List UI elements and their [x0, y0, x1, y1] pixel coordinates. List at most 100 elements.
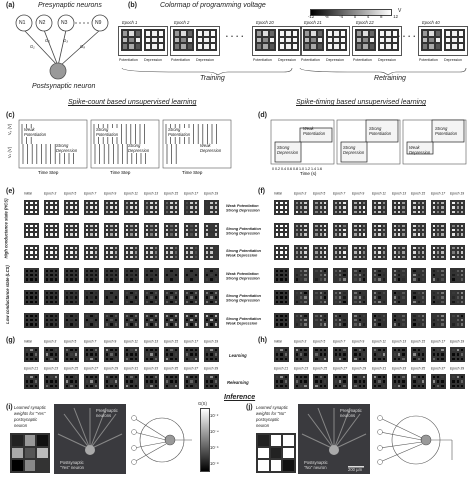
pixel: [125, 268, 130, 273]
pixel: [460, 209, 465, 214]
pixel: [303, 272, 308, 278]
pixel: [185, 352, 190, 357]
pixel: [25, 268, 30, 273]
pixel: [36, 446, 49, 460]
pixel: [396, 291, 402, 296]
weight-map: [164, 200, 179, 215]
pixel: [353, 348, 358, 353]
pixel: [25, 348, 30, 353]
pixel: [314, 317, 319, 323]
pixel: [373, 352, 378, 357]
pixel: [129, 379, 134, 384]
pixel: [440, 227, 445, 233]
pixel: [53, 352, 58, 357]
node-n3: N3: [61, 20, 68, 26]
pixel: [412, 201, 417, 206]
pixel: [169, 209, 174, 214]
pixel: [416, 379, 421, 384]
pixel: [133, 268, 138, 273]
pixel: [173, 322, 178, 327]
pixel: [213, 379, 218, 384]
pixel: [451, 322, 456, 327]
weight-map: [274, 347, 289, 362]
weight-map: [184, 347, 199, 362]
pixel: [338, 356, 343, 361]
pixel: [113, 291, 118, 296]
pixel: [377, 322, 382, 327]
pixel: [373, 295, 378, 300]
pixel: [318, 299, 323, 304]
epoch-box: [170, 26, 220, 56]
neuron-diagram: [15, 14, 109, 80]
pixel: [189, 223, 194, 228]
pixel: [294, 227, 299, 233]
pixel: [89, 322, 94, 327]
pixel: [93, 250, 98, 255]
pixel: [283, 317, 288, 323]
epoch-box: [118, 26, 168, 56]
pixel: [412, 379, 417, 384]
pixel: [133, 201, 138, 206]
weight-map: [124, 347, 139, 362]
pixel: [373, 322, 378, 327]
pixel: [145, 250, 150, 255]
pixel: [129, 209, 134, 214]
pixel: [298, 268, 304, 273]
pixel: [455, 223, 461, 228]
pixel: [93, 379, 98, 384]
pixel: [189, 356, 194, 361]
pixel: [169, 291, 174, 296]
pixel: [113, 232, 118, 237]
pixel: [362, 291, 367, 296]
pixel: [205, 317, 210, 323]
pixel: [25, 250, 30, 255]
pixel: [357, 232, 363, 237]
pixel: [165, 201, 170, 206]
pixel: [338, 299, 343, 304]
panel-g-label: (g): [6, 337, 15, 344]
col-header: Initial: [24, 191, 32, 196]
vtick: 12: [393, 14, 398, 19]
pixel: [460, 272, 465, 278]
pixel: [342, 375, 347, 380]
pixel: [189, 317, 194, 323]
pixel: [318, 348, 323, 353]
pixel: [283, 227, 288, 233]
pixel: [173, 277, 178, 282]
text-line: Depression: [409, 149, 431, 155]
pixel: [420, 375, 426, 380]
pixel: [318, 201, 323, 206]
pixel: [69, 227, 74, 233]
weight-map: [84, 200, 99, 215]
pixel: [294, 254, 299, 259]
pixel: [193, 348, 198, 353]
pixel: [109, 348, 114, 353]
pixel: [69, 356, 74, 361]
pixel: [460, 356, 465, 361]
pixel: [53, 250, 58, 255]
weight-map: [124, 222, 139, 238]
pixel: [377, 352, 382, 357]
pixel: [73, 299, 78, 304]
pixel: [279, 348, 284, 353]
pixel: [333, 201, 339, 206]
pixel: [133, 352, 138, 357]
pixel: [436, 356, 441, 361]
pixel: [85, 209, 90, 214]
pixel: [73, 295, 78, 300]
pixel: [53, 322, 58, 327]
pixel: [169, 383, 174, 388]
pixel: [189, 313, 194, 318]
pixel: [133, 272, 138, 278]
pixel: [45, 254, 50, 259]
pixel: [431, 277, 437, 282]
pixel: [29, 322, 34, 327]
pixel: [89, 246, 94, 251]
pixel: [381, 246, 386, 251]
pixel: [29, 317, 34, 323]
pixel: [45, 322, 50, 327]
pixel: [109, 205, 114, 210]
pixel: [362, 356, 367, 361]
pixel: [122, 30, 129, 37]
pixel: [105, 352, 110, 357]
